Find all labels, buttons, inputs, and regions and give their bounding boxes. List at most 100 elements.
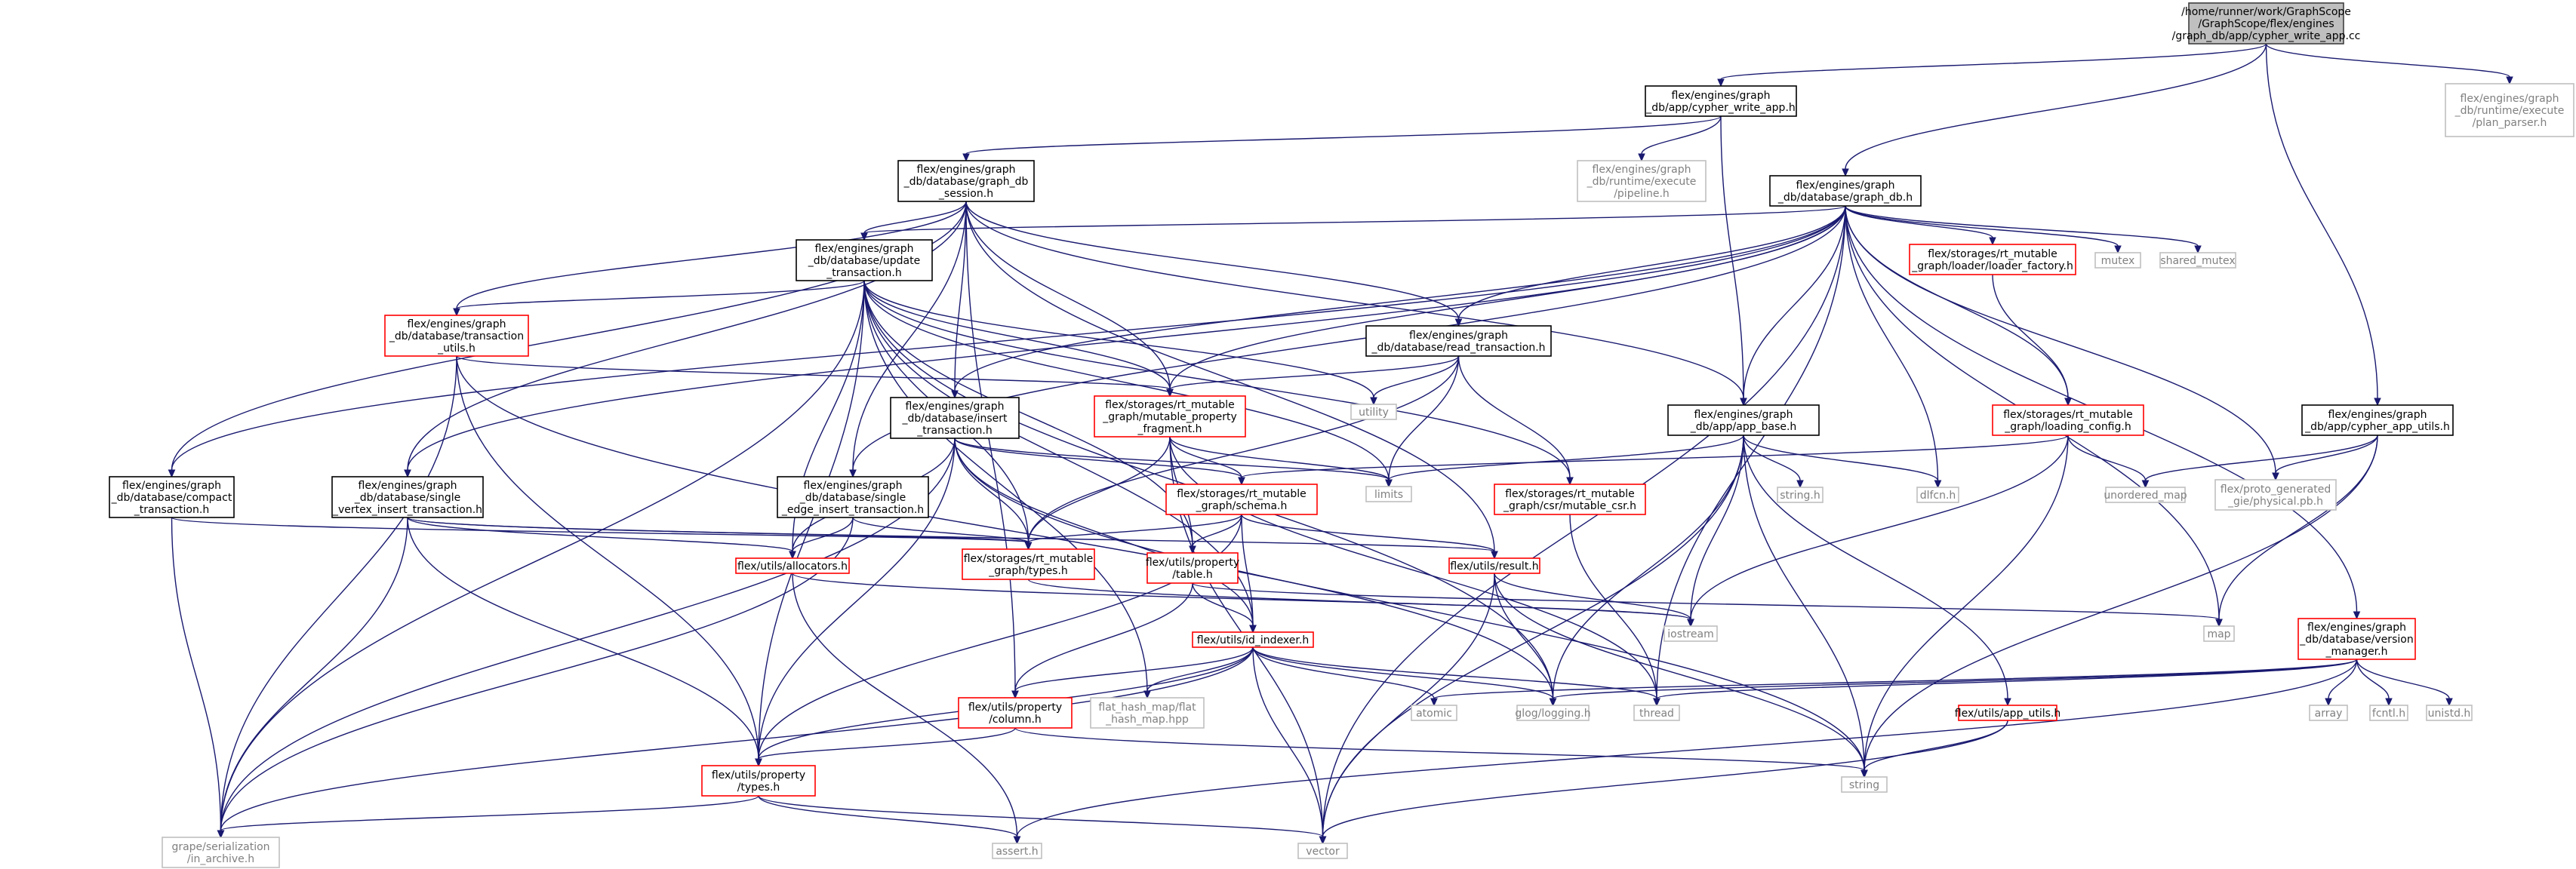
node-mutex[interactable]: mutex [2094,252,2141,269]
node-loading-config[interactable]: flex/storages/rt_mutable_graph/loading_c… [1992,404,2144,436]
node-iostream[interactable]: iostream [1663,625,1718,642]
edge-app_utils-to-vector [1319,720,2008,845]
edge-line [1016,659,2358,837]
node-label-line: flex/utils/property [712,769,805,781]
node-insert-tx[interactable]: flex/engines/graph_db/database/insert_tr… [890,397,1020,439]
node-read-tx[interactable]: flex/engines/graph_db/database/read_tran… [1365,325,1552,357]
edge-version_mgr-to-atomic [1430,659,2358,707]
node-label-line: _db/database/insert [901,413,1008,425]
node-box [1448,557,1540,574]
edge-session_h-to-app_base [965,201,1747,407]
node-plan-parser[interactable]: flex/engines/graph_db/runtime/execute/pl… [2445,83,2574,137]
node-label-line: _transaction.h [916,425,992,437]
node-map[interactable]: map [2203,625,2235,642]
node-mutable-csr[interactable]: flex/storages/rt_mutable_graph/csr/mutab… [1494,484,1646,515]
node-label-line: _db/database/graph_db.h [1777,192,1913,204]
edge-line [965,115,1722,155]
edge-line [1743,434,1939,481]
node-label-line: _gie/physical.pb.h [2227,496,2323,508]
node-cypher-app-utils[interactable]: flex/engines/graph_db/app/cypher_app_uti… [2301,404,2454,436]
edge-line [1552,434,1744,699]
node-result-h[interactable]: flex/utils/result.h [1448,557,1540,574]
edge-session_h-to-read_tx [965,201,1463,327]
node-box [1146,552,1239,584]
node-unistd[interactable]: unistd.h [2426,705,2473,721]
edge-read_tx-to-utility [1370,355,1460,406]
node-array[interactable]: array [2309,705,2348,721]
node-atomic[interactable]: atomic [1411,705,1457,721]
node-types-rt[interactable]: flex/storages/rt_mutable_graph/types.h [962,548,1095,580]
node-label-line: _db/app/cypher_app_utils.h [2304,421,2450,433]
node-pipeline-h[interactable]: flex/engines/graph_db/runtime/execute/pi… [1577,160,1707,202]
node-limits[interactable]: limits [1365,486,1412,502]
node-string-h[interactable]: string.h [1777,487,1824,503]
node-id-indexer[interactable]: flex/utils/id_indexer.h [1192,631,1314,648]
node-app-base[interactable]: flex/engines/graph_db/app/app_base.h [1667,404,1820,436]
edge-line [954,438,1242,478]
edge-arrowhead [1653,698,1660,707]
edge-arrowhead [2215,619,2223,628]
edge-session_h-to-update_tx [860,201,967,241]
edge-line [1169,436,1390,481]
edge-line [1992,274,2069,399]
node-mpf-h[interactable]: flex/storages/rt_mutable_graph/mutable_p… [1094,395,1246,438]
node-label-line: _manager.h [2325,646,2388,658]
node-types-prop[interactable]: flex/utils/property/types.h [701,765,816,797]
edge-line [1014,727,1865,771]
node-box [1365,325,1552,357]
edge-root-to-cwa_h [1717,43,2267,88]
node-fcntl[interactable]: fcntl.h [2369,705,2408,721]
node-sei-tx[interactable]: flex/engines/graph_db/database/single_ed… [777,476,929,518]
edge-version_mgr-to-unistd [2356,659,2453,707]
edge-line [2356,659,2450,699]
node-shared-mutex[interactable]: shared_mutex [2159,252,2236,269]
node-physical-pb[interactable]: flex/proto_generated_gie/physical.pb.h [2214,479,2337,511]
node-label-line: _db/database/single [799,492,906,504]
node-dlfcn[interactable]: dlfcn.h [1916,487,1959,503]
node-tx-utils[interactable]: flex/engines/graph_db/database/transacti… [384,315,529,357]
edge-arrowhead [1454,318,1463,327]
node-root[interactable]: /home/runner/work/GraphScope/GraphScope/… [2172,2,2361,45]
node-utility[interactable]: utility [1350,404,1397,420]
edge-line [792,573,1018,837]
node-version-mgr[interactable]: flex/engines/graph_db/database/version_m… [2297,618,2416,660]
edge-schema_h-to-types_rt [1024,514,1242,551]
node-string[interactable]: string [1841,776,1888,793]
node-box [992,843,1042,859]
node-box [2301,404,2454,436]
edge-arrowhead [1566,477,1574,486]
node-label-line: _graph/mutable_property [1102,411,1237,423]
node-update-tx[interactable]: flex/engines/graph_db/database/update_tr… [796,239,933,281]
node-allocators[interactable]: flex/utils/allocators.h [735,557,850,574]
node-svi-tx[interactable]: flex/engines/graph_db/database/single_ve… [331,476,484,518]
edge-arrowhead [1860,769,1868,778]
edge-id_indexer-to-atomic [1252,646,1438,707]
node-flat-hash-map[interactable]: flat_hash_map/flat_hash_map.hpp [1090,697,1205,729]
node-graph-db-h[interactable]: flex/engines/graph_db/database/graph_db.… [1769,175,1922,207]
node-loader-factory[interactable]: flex/storages/rt_mutable_graph/loader/lo… [1909,244,2076,275]
node-compact-tx[interactable]: flex/engines/graph_db/database/compact_t… [109,476,235,518]
node-schema-h[interactable]: flex/storages/rt_mutable_graph/schema.h [1165,484,1318,515]
node-column-h[interactable]: flex/utils/property/column.h [958,697,1073,729]
node-vector[interactable]: vector [1297,843,1348,859]
node-unordered-map[interactable]: unordered_map [2104,487,2187,503]
node-thread[interactable]: thread [1633,705,1680,721]
edge-line [1252,646,1435,699]
edge-line [852,517,1029,543]
node-label-line: string [1849,779,1879,791]
node-session-h[interactable]: flex/engines/graph_db/database/graph_db_… [897,160,1035,202]
node-assert-h[interactable]: assert.h [992,843,1042,859]
node-table-h[interactable]: flex/utils/property/table.h [1146,552,1239,584]
edge-line [863,280,1390,481]
edge-result_h-to-vector [1319,573,1495,845]
node-cwa-h[interactable]: flex/engines/graph_db/app/cypher_write_a… [1645,85,1797,117]
node-label-line: flex/engines/graph [906,401,1005,413]
node-glog[interactable]: glog/logging.h [1515,705,1591,721]
edge-arrowhead [1189,545,1196,554]
edge-cwa_h-to-session_h [962,115,1722,162]
node-in-archive[interactable]: grape/serialization/in_archive.h [162,837,280,868]
node-app-utils[interactable]: flex/utils/app_utils.h [1955,705,2060,721]
edge-graph_db_h-to-app_base [1740,205,1846,407]
edge-graph_db_h-to-loading_config [1845,205,2072,407]
edge-arrowhead [1370,397,1377,406]
